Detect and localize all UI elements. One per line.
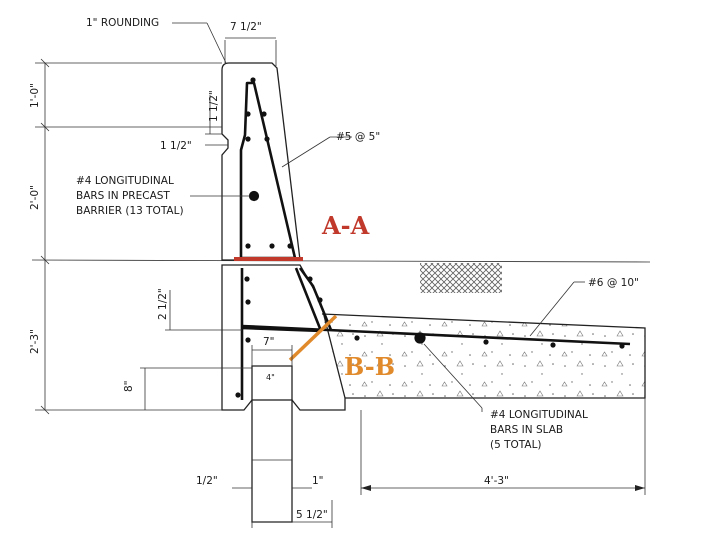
section-b-label: B-B xyxy=(344,352,395,381)
stirrup-label: #5 @ 5" xyxy=(336,131,380,143)
section-a-label: A-A xyxy=(321,211,370,240)
slab-bars-label-3: (5 TOTAL) xyxy=(490,439,542,451)
slab-bars-callout: #4 LONGITUDINAL BARS IN SLAB (5 TOTAL) xyxy=(423,343,588,451)
deck-slab xyxy=(321,313,646,399)
dim-1-5-vertical-label: 1 1/2" xyxy=(208,90,220,122)
stirrup-callout: #5 @ 5" xyxy=(281,131,380,168)
dim-2-5: 2 1/2" xyxy=(157,288,242,331)
bottom-dimensions: 1/2" 1" 4'-3" 5 1/2" xyxy=(196,398,646,528)
left-vertical-dimensions: 1'-0" 2'-0" 2'-3" xyxy=(29,58,222,415)
dim-half-label: 1/2" xyxy=(196,475,218,487)
soil-hatch xyxy=(420,263,502,293)
dim-2-5-label: 2 1/2" xyxy=(157,288,169,320)
dim-1-5-horizontal-label: 1 1/2" xyxy=(160,140,192,152)
precast-bars-callout: #4 LONGITUDINAL BARS IN PRECAST BARRIER … xyxy=(76,175,250,217)
dim-2-0-label: 2'-0" xyxy=(29,185,41,210)
top-width-label: 7 1/2" xyxy=(230,21,262,33)
dim-1-label: 1" xyxy=(312,475,324,487)
top-width-dimension: 7 1/2" xyxy=(224,21,277,66)
precast-stem xyxy=(251,399,293,523)
rounding-leader: 1" ROUNDING xyxy=(86,17,227,64)
dim-7: 7" xyxy=(251,336,293,366)
longitudinal-bars xyxy=(235,77,625,398)
dim-8-label: 8" xyxy=(123,380,135,392)
dim-4in-label: 4" xyxy=(266,373,275,382)
notch-dimensions: 1 1/2" 1 1/2" xyxy=(160,90,228,152)
slab-bar-label: #6 @ 10" xyxy=(588,277,639,289)
rounding-label: 1" ROUNDING xyxy=(86,17,159,29)
dim-5-5-label: 5 1/2" xyxy=(296,509,328,521)
ground-line xyxy=(31,259,651,263)
precast-bars-label-1: #4 LONGITUDINAL xyxy=(76,175,174,187)
dim-2-3-label: 2'-3" xyxy=(29,329,41,354)
section-b-cut-line xyxy=(288,314,338,362)
base-bar xyxy=(240,267,323,400)
slab-bars-label-2: BARS IN SLAB xyxy=(490,424,563,436)
slab-bar xyxy=(241,324,631,346)
dim-4-3-label: 4'-3" xyxy=(484,475,509,487)
precast-bars-label-3: BARRIER (13 TOTAL) xyxy=(76,205,184,217)
precast-barrier-outline xyxy=(221,62,301,261)
slab-bars-label-1: #4 LONGITUDINAL xyxy=(490,409,588,421)
dim-1-0-label: 1'-0" xyxy=(29,83,41,108)
slab-bar-callout: #6 @ 10" xyxy=(529,277,639,337)
dim-8: 8" xyxy=(123,367,252,410)
base-wall-outline xyxy=(221,264,346,411)
dim-7-label: 7" xyxy=(263,336,275,348)
precast-bars-label-2: BARS IN PRECAST xyxy=(76,190,170,202)
stirrup-bar xyxy=(239,81,297,260)
